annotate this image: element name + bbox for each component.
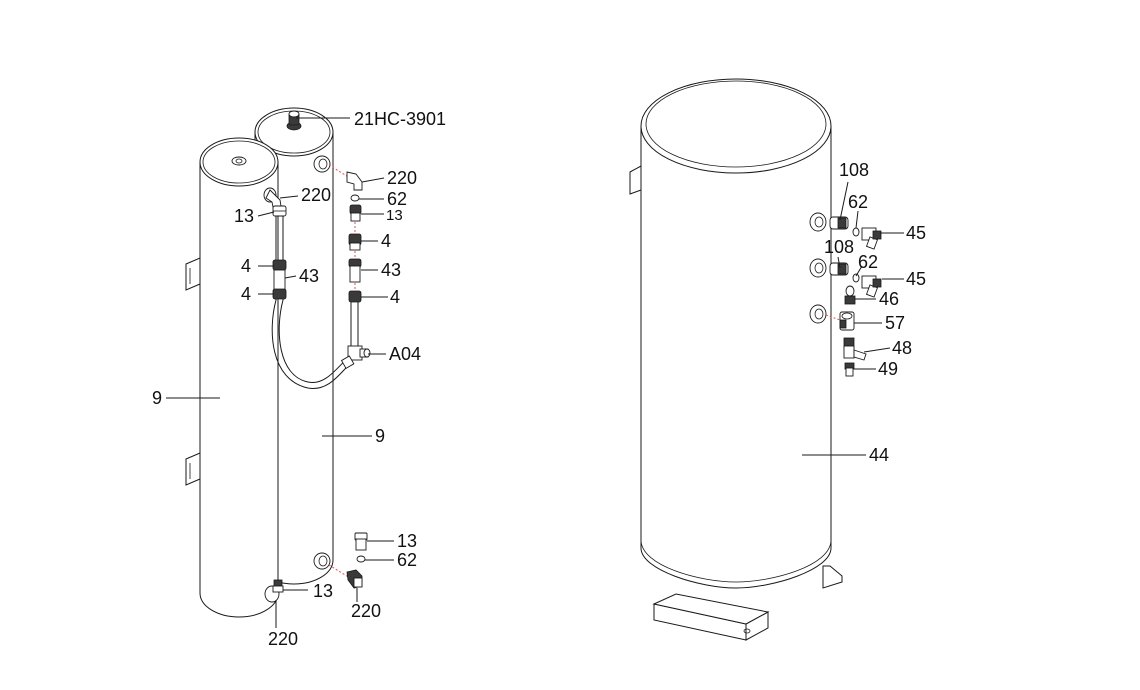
label-plug: 46 [879,289,899,309]
leader-lines-right [802,181,904,456]
nipple-left-upper-icon [272,259,287,271]
label-valve: 48 [892,338,912,358]
label-connector-top: 13 [386,207,403,224]
tee-icon [340,345,371,369]
connector-top-icon [349,204,362,222]
port-lower-icon [809,304,827,324]
label-tee-upper: 45 [906,223,926,243]
oring-lower-icon [852,273,860,283]
label-tee: A04 [389,344,421,364]
nipple-right-lower-icon [348,290,362,303]
label-nipple-upper: 108 [839,160,869,180]
label-tee-lower: 45 [906,269,926,289]
oring-bottom-icon [356,555,366,563]
right-assembly: 108 62 45 108 62 45 46 57 48 49 44 [629,78,926,641]
label-oring-upper: 62 [848,192,868,212]
coupler-right-icon [348,258,362,283]
label-connector-bottom-left: 13 [313,581,333,601]
label-connector-bottom-right: 13 [397,531,417,551]
labels-right: 108 62 45 108 62 45 46 57 48 49 44 [824,160,926,465]
label-coupler-right: 43 [381,260,401,280]
label-tank-right: 9 [375,426,385,446]
valve-icon [843,337,867,361]
left-assembly: 21HC-3901 220 62 13 4 43 4 A04 220 13 4 … [152,107,446,649]
connector-left-icon [272,205,287,217]
label-coupler-left: 43 [299,266,319,286]
top-port-icon [231,156,247,166]
nipple-top-icon [348,233,362,251]
nipple-upper-icon [829,216,849,230]
plug-icon [844,285,856,305]
oring-upper-icon [852,227,860,237]
label-oring-bottom: 62 [397,550,417,570]
port-bottom-icon [313,552,331,570]
side-bracket [629,165,642,195]
top-port-icon [286,110,302,131]
label-nipple-left-lower: 4 [241,284,251,304]
mounting-bracket-upper [185,257,201,291]
label-nipple-left-upper: 4 [241,256,251,276]
coupler-left-icon [273,269,286,291]
tank-left [199,137,284,618]
fitting-stack-right [328,164,371,369]
label-elbow-top-left: 220 [301,185,331,205]
tank-main [640,78,832,589]
base-stand [652,565,843,641]
elbow-bottom-right-icon [346,569,363,589]
label-top-fitting: 21HC-3901 [354,109,446,129]
label-elbow-top-right: 220 [387,168,417,188]
fitting-stack-bottom [328,532,368,589]
label-elbow-bottom-left: 220 [268,629,298,649]
label-drain: 49 [878,359,898,379]
nipple-left-lower-icon [272,288,287,300]
elbow-top-right-icon [346,171,363,191]
leader-lines-left [166,117,394,628]
label-tank-left: 9 [152,388,162,408]
tee-lower-icon [861,275,882,298]
elbow-fitting-icon [839,311,855,331]
oring-top-icon [350,194,360,202]
elbow-bottom-left-icon [264,579,284,603]
port-upper-icon [809,212,827,232]
label-elbow-bottom-right: 220 [351,601,381,621]
connector-bottom-right-icon [354,532,368,551]
label-nipple-right-lower: 4 [390,287,400,307]
port-top-icon [313,155,331,173]
fittings-right [825,216,882,377]
label-nipple-lower: 108 [824,237,854,257]
hose-left [271,205,353,389]
label-oring-top: 62 [387,189,407,209]
label-oring-lower: 62 [858,252,878,272]
label-elbow-fitting: 57 [885,313,905,333]
label-connector-left: 13 [234,206,254,226]
drain-icon [844,362,855,377]
label-nipple-top: 4 [381,231,391,251]
label-tank: 44 [869,445,889,465]
tee-upper-icon [861,227,882,250]
mounting-bracket-lower [185,452,201,486]
labels-left: 21HC-3901 220 62 13 4 43 4 A04 220 13 4 … [152,109,446,649]
port-middle-icon [809,258,827,278]
